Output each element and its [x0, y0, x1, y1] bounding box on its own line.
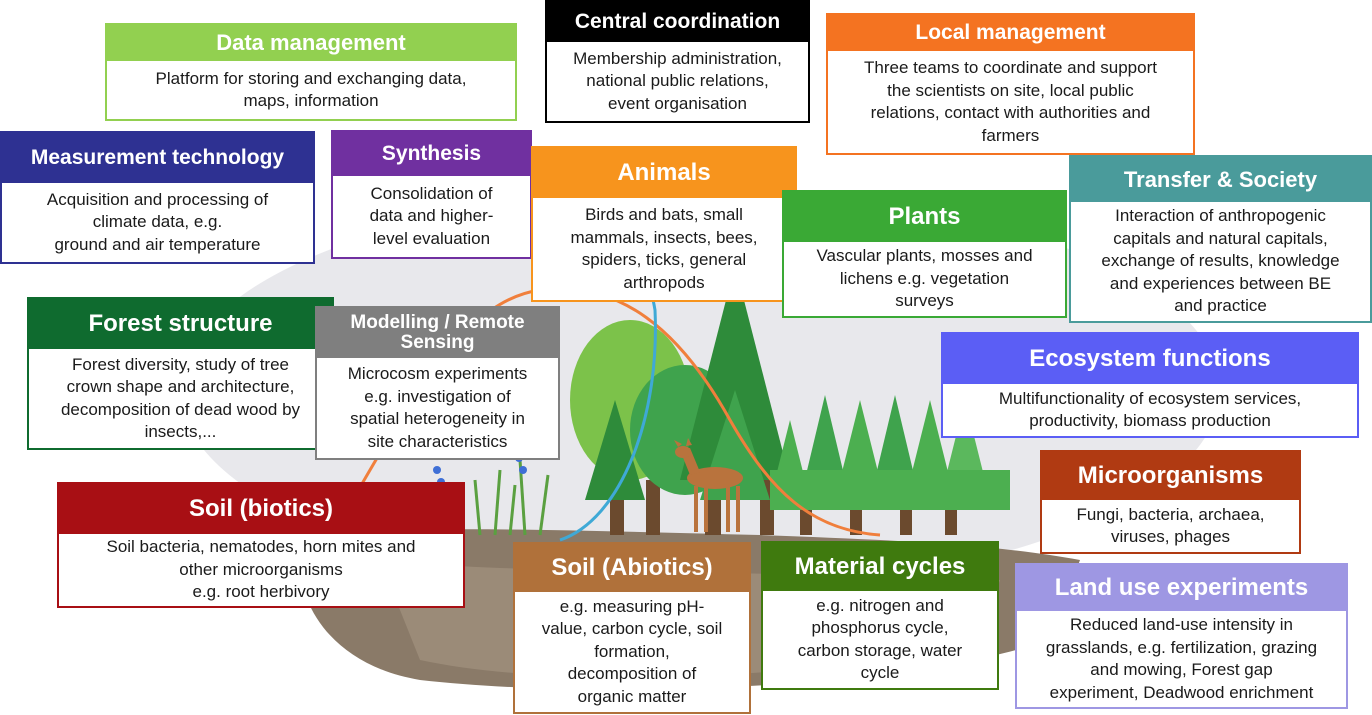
title-plants: Plants [784, 192, 1065, 242]
box-modelling-remote-sensing: Modelling / Remote Sensing Microcosm exp… [315, 306, 560, 460]
title-ecosystem-functions: Ecosystem functions [943, 334, 1357, 384]
box-microorganisms: Microorganisms Fungi, bacteria, archaea,… [1040, 450, 1301, 554]
forest-group [570, 265, 1010, 535]
box-plants: Plants Vascular plants, mosses and liche… [782, 190, 1067, 318]
conifer-left [585, 400, 645, 500]
title-soil-biotics: Soil (biotics) [59, 484, 463, 534]
box-transfer-society: Transfer & Society Interaction of anthro… [1069, 155, 1372, 323]
body-local-management: Three teams to coordinate and support th… [864, 58, 1157, 145]
title-animals: Animals [533, 148, 795, 198]
body-soil-abiotics: e.g. measuring pH- value, carbon cycle, … [541, 596, 723, 706]
box-material-cycles: Material cycles e.g. nitrogen and phosph… [761, 541, 999, 690]
body-central-coordination: Membership administration, national publ… [573, 48, 782, 113]
body-land-use-experiments: Reduced land-use intensity in grasslands… [1045, 615, 1318, 702]
title-measurement-technology: Measurement technology [2, 133, 313, 183]
title-microorganisms: Microorganisms [1042, 452, 1299, 500]
body-measurement-technology: Acquisition and processing of climate da… [46, 189, 269, 254]
box-central-coordination: Central coordination Membership administ… [545, 0, 810, 123]
title-local-management: Local management [828, 15, 1193, 51]
box-synthesis: Synthesis Consolidation of data and high… [331, 130, 532, 259]
title-material-cycles: Material cycles [763, 543, 997, 591]
body-ecosystem-functions: Multifunctionality of ecosystem services… [998, 388, 1302, 431]
body-soil-biotics: Soil bacteria, nematodes, horn mites and… [106, 537, 416, 602]
title-modelling-remote-sensing: Modelling / Remote Sensing [317, 308, 558, 358]
body-plants: Vascular plants, mosses and lichens e.g.… [816, 246, 1033, 311]
title-synthesis: Synthesis [333, 132, 530, 176]
title-transfer-society: Transfer & Society [1071, 157, 1370, 202]
box-data-management: Data management Platform for storing and… [105, 23, 517, 121]
body-material-cycles: e.g. nitrogen and phosphorus cycle, carb… [797, 595, 963, 683]
box-animals: Animals Birds and bats, small mammals, i… [531, 146, 797, 302]
box-measurement-technology: Measurement technology Acquisition and p… [0, 131, 315, 264]
deer [674, 438, 743, 532]
body-modelling-remote-sensing: Microcosm experiments e.g. investigation… [347, 364, 528, 451]
title-central-coordination: Central coordination [547, 2, 808, 42]
box-land-use-experiments: Land use experiments Reduced land-use in… [1015, 563, 1348, 709]
title-land-use-experiments: Land use experiments [1017, 565, 1346, 611]
conifer-tall [680, 265, 790, 480]
box-soil-abiotics: Soil (Abiotics) e.g. measuring pH- value… [513, 542, 751, 714]
title-forest-structure: Forest structure [29, 299, 332, 349]
body-synthesis: Consolidation of data and higher- level … [369, 183, 494, 248]
body-forest-structure: Forest diversity, study of tree crown sh… [60, 354, 301, 442]
body-data-management: Platform for storing and exchanging data… [155, 68, 467, 111]
box-soil-biotics: Soil (biotics) Soil bacteria, nematodes,… [57, 482, 465, 608]
body-microorganisms: Fungi, bacteria, archaea, viruses, phage… [1076, 504, 1265, 547]
box-forest-structure: Forest structure Forest diversity, study… [27, 297, 334, 450]
box-local-management: Local management Three teams to coordina… [826, 13, 1195, 155]
title-data-management: Data management [107, 25, 515, 61]
body-transfer-society: Interaction of anthropogenic capitals an… [1101, 206, 1340, 316]
body-animals: Birds and bats, small mammals, insects, … [570, 205, 758, 292]
title-soil-abiotics: Soil (Abiotics) [515, 544, 749, 592]
box-ecosystem-functions: Ecosystem functions Multifunctionality o… [941, 332, 1359, 438]
